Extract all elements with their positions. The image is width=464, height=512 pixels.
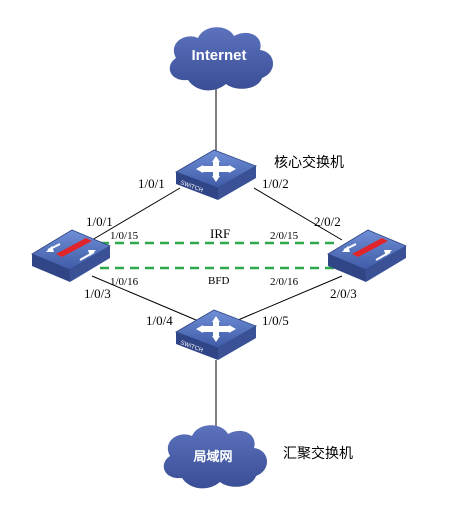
- port-core-right: 1/0/2: [262, 176, 289, 191]
- internet-cloud-icon: Internet: [169, 27, 274, 91]
- link-fw1-agg: [91, 275, 197, 321]
- lan-cloud-icon: 局域网: [163, 425, 268, 489]
- port-agg-right: 1/0/5: [262, 313, 289, 328]
- irf-label: IRF: [210, 226, 230, 241]
- agg-switch-caption: 汇聚交换机: [283, 445, 353, 462]
- port-fw2-bfd: 2/0/16: [270, 276, 299, 288]
- lan-label: 局域网: [193, 449, 232, 464]
- aggregation-switch-icon: SWITCH: [175, 309, 257, 360]
- internet-label: Internet: [191, 47, 246, 64]
- firewall-left-icon: [31, 229, 111, 282]
- port-fw2-bottom: 2/0/3: [330, 286, 357, 301]
- port-fw2-irf: 2/0/15: [270, 230, 299, 242]
- link-core-fw1: [91, 187, 181, 241]
- port-fw1-bottom: 1/0/3: [84, 286, 111, 301]
- link-core-fw2: [253, 187, 343, 241]
- port-fw1-bfd: 1/0/16: [110, 276, 139, 288]
- core-switch-caption: 核心交换机: [274, 154, 344, 171]
- core-switch-icon: SWITCH: [175, 149, 257, 200]
- port-fw2-top: 2/0/2: [314, 214, 341, 229]
- port-fw1-top: 1/0/1: [86, 214, 113, 229]
- firewall-right-icon: [327, 229, 407, 282]
- port-agg-left: 1/0/4: [146, 313, 173, 328]
- port-core-left: 1/0/1: [138, 176, 165, 191]
- bfd-label: BFD: [208, 275, 229, 287]
- port-fw1-irf: 1/0/15: [110, 230, 139, 242]
- link-fw2-agg: [237, 275, 343, 321]
